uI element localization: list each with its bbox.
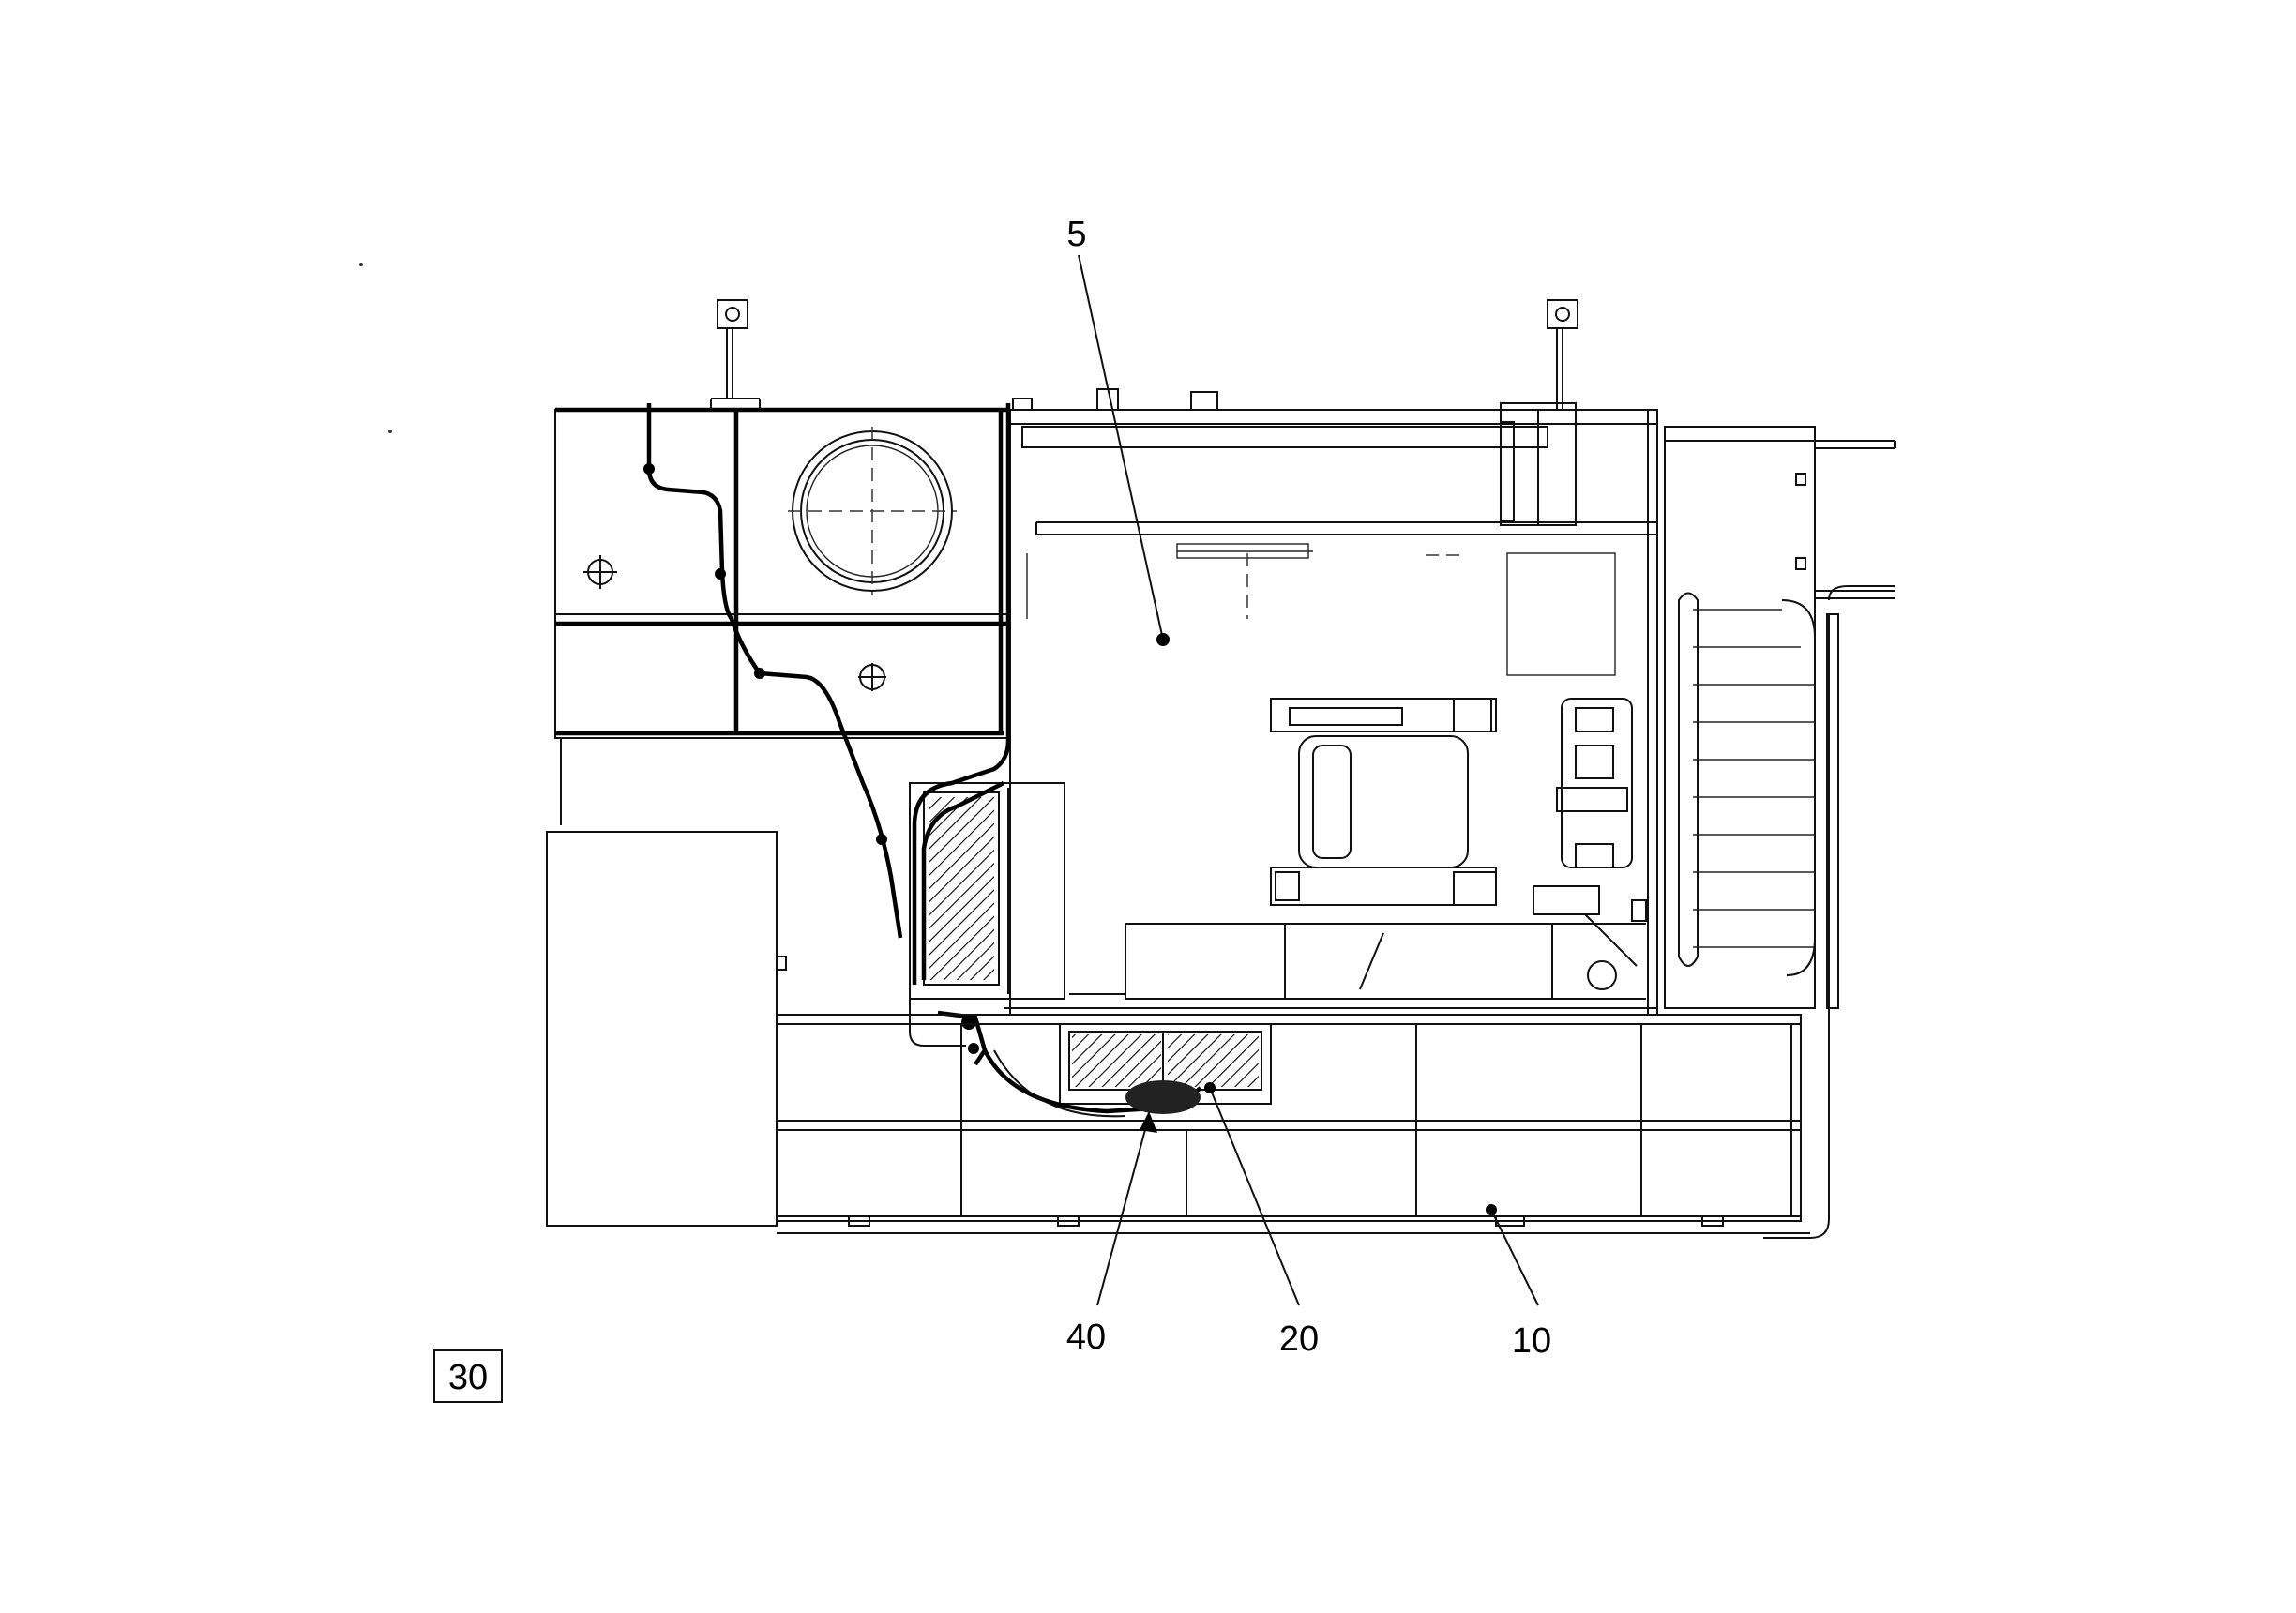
seat-area <box>1270 698 1647 990</box>
radiator-box <box>1059 1023 1272 1105</box>
tank-block <box>554 398 1011 825</box>
floor-panels <box>776 1014 1810 1234</box>
fuel-line <box>643 403 903 939</box>
engine-room-frame <box>1009 388 1658 1016</box>
cooler-unit <box>909 403 1065 1066</box>
staircase <box>1664 426 1896 1239</box>
lower-equipment <box>1004 923 1657 1009</box>
callout-5: 5 <box>1066 215 1086 254</box>
callout-40: 40 <box>1066 1318 1106 1357</box>
callout-leaders <box>1078 254 1539 1306</box>
page-reference: 30 <box>448 1358 488 1397</box>
callout-10: 10 <box>1512 1321 1551 1361</box>
cable-bundle <box>982 1048 1202 1118</box>
electrical-cabinet <box>546 831 787 1227</box>
page-reference-box: 30 <box>433 1349 503 1403</box>
callout-20: 20 <box>1279 1319 1319 1359</box>
top-mounts <box>717 299 1578 410</box>
